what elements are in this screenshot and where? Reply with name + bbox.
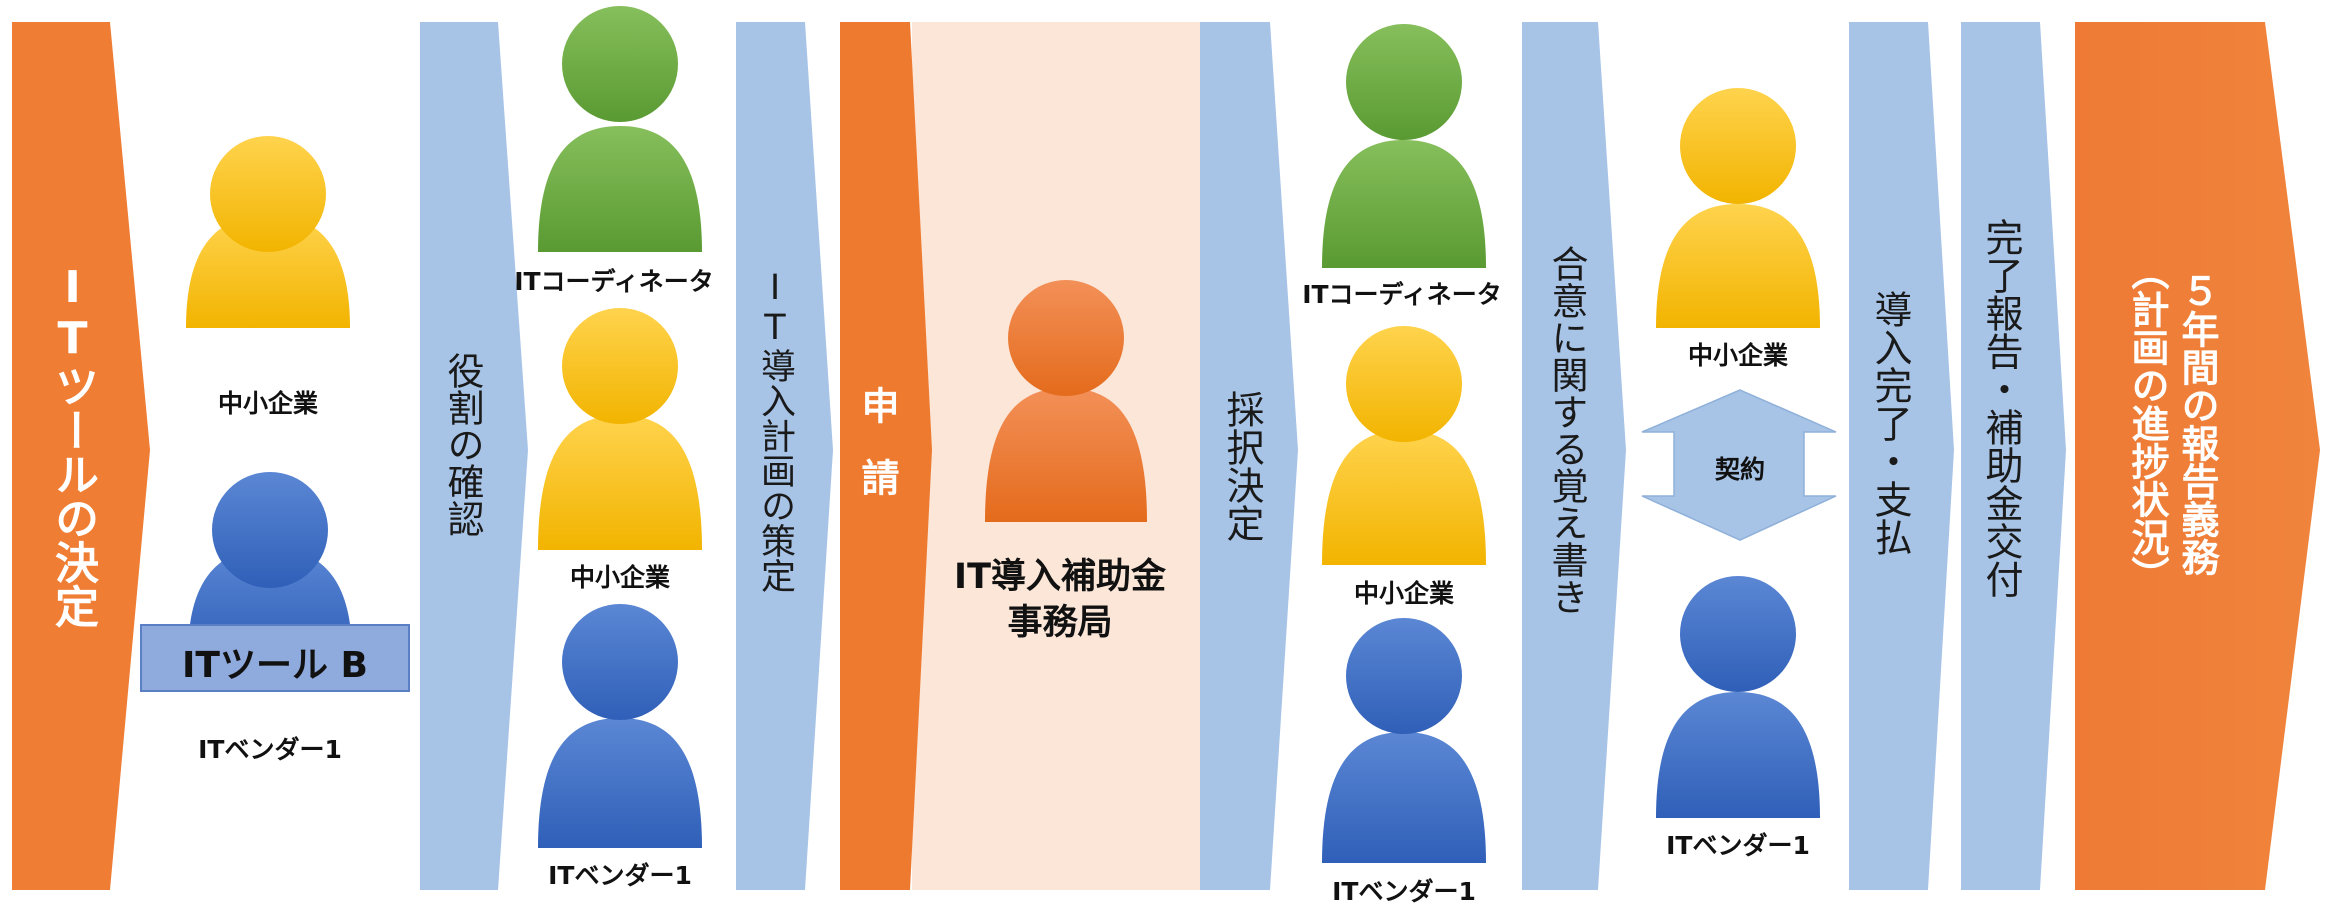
step-label-role-confirmation: 役割の確認 <box>441 352 484 537</box>
person-icon-sme-3 <box>1322 326 1486 565</box>
step-arrow-application <box>840 22 932 890</box>
actor-label-vendor-3: ITベンダー1 <box>1332 877 1476 906</box>
step-label-completion-report: 完了報告・補助金交付 <box>1979 218 2023 598</box>
actor-label-coordinator-2: ITコーディネータ <box>1302 280 1502 309</box>
step-label-it-tool-decision: ITツールの決定 <box>47 262 98 628</box>
contract-label: 契約 <box>1714 455 1766 484</box>
person-icon-coordinator-2 <box>1322 24 1486 268</box>
step-arrow-plan-formulation <box>736 22 833 890</box>
actor-label-vendor-4: ITベンダー1 <box>1666 831 1810 860</box>
it-tool-box <box>140 624 410 692</box>
step-arrow-report-duty <box>2075 22 2320 890</box>
person-icon-coordinator-1 <box>538 6 702 252</box>
person-icon-vendor-4 <box>1656 576 1820 818</box>
office-label-line1: IT導入補助金 <box>954 557 1166 597</box>
contract-double-arrow <box>1641 389 1837 541</box>
step-label-application: 申請 <box>855 386 899 530</box>
office-label-line2: 事務局 <box>1007 603 1113 643</box>
step-arrow-memorandum <box>1522 22 1626 890</box>
step-arrow-role-confirmation <box>420 22 528 890</box>
actor-label-sme-2: 中小企業 <box>569 563 671 592</box>
person-icon-office <box>985 280 1147 522</box>
step-label-completion-payment: 導入完了・支払 <box>1868 290 1912 556</box>
step-label-report-duty-sub: （計画の進捗状況） <box>2125 252 2169 594</box>
actor-label-sme-3: 中小企業 <box>1353 579 1455 608</box>
actor-label-sme-1: 中小企業 <box>217 389 319 418</box>
actor-label-vendor-2: ITベンダー1 <box>548 861 692 890</box>
step-label-plan-formulation: IT導入計画の策定 <box>755 268 795 593</box>
step-arrow-completion-report <box>1961 22 2066 890</box>
step-arrow-completion-payment <box>1849 22 1954 890</box>
step-label-report-duty: ５年間の報告義務 <box>2175 272 2219 576</box>
actor-label-coordinator-1: ITコーディネータ <box>514 267 714 296</box>
actor-label-vendor-1: ITベンダー1 <box>198 735 342 764</box>
actor-label-sme-4: 中小企業 <box>1687 341 1789 370</box>
person-icon-vendor-3 <box>1322 618 1486 863</box>
person-icon-vendor-2 <box>538 604 702 848</box>
step-arrow-selection-decision <box>1200 22 1298 890</box>
step-arrow-it-tool-decision <box>12 22 150 890</box>
person-icon-sme-1 <box>186 136 350 328</box>
person-icon-sme-4 <box>1656 88 1820 328</box>
step-label-memorandum: 合意に関する覚え書き <box>1545 245 1588 615</box>
it-tool-label: ITツール B <box>182 645 368 686</box>
person-icon-sme-2 <box>538 308 702 550</box>
step-label-selection-decision: 採択決定 <box>1220 390 1264 542</box>
